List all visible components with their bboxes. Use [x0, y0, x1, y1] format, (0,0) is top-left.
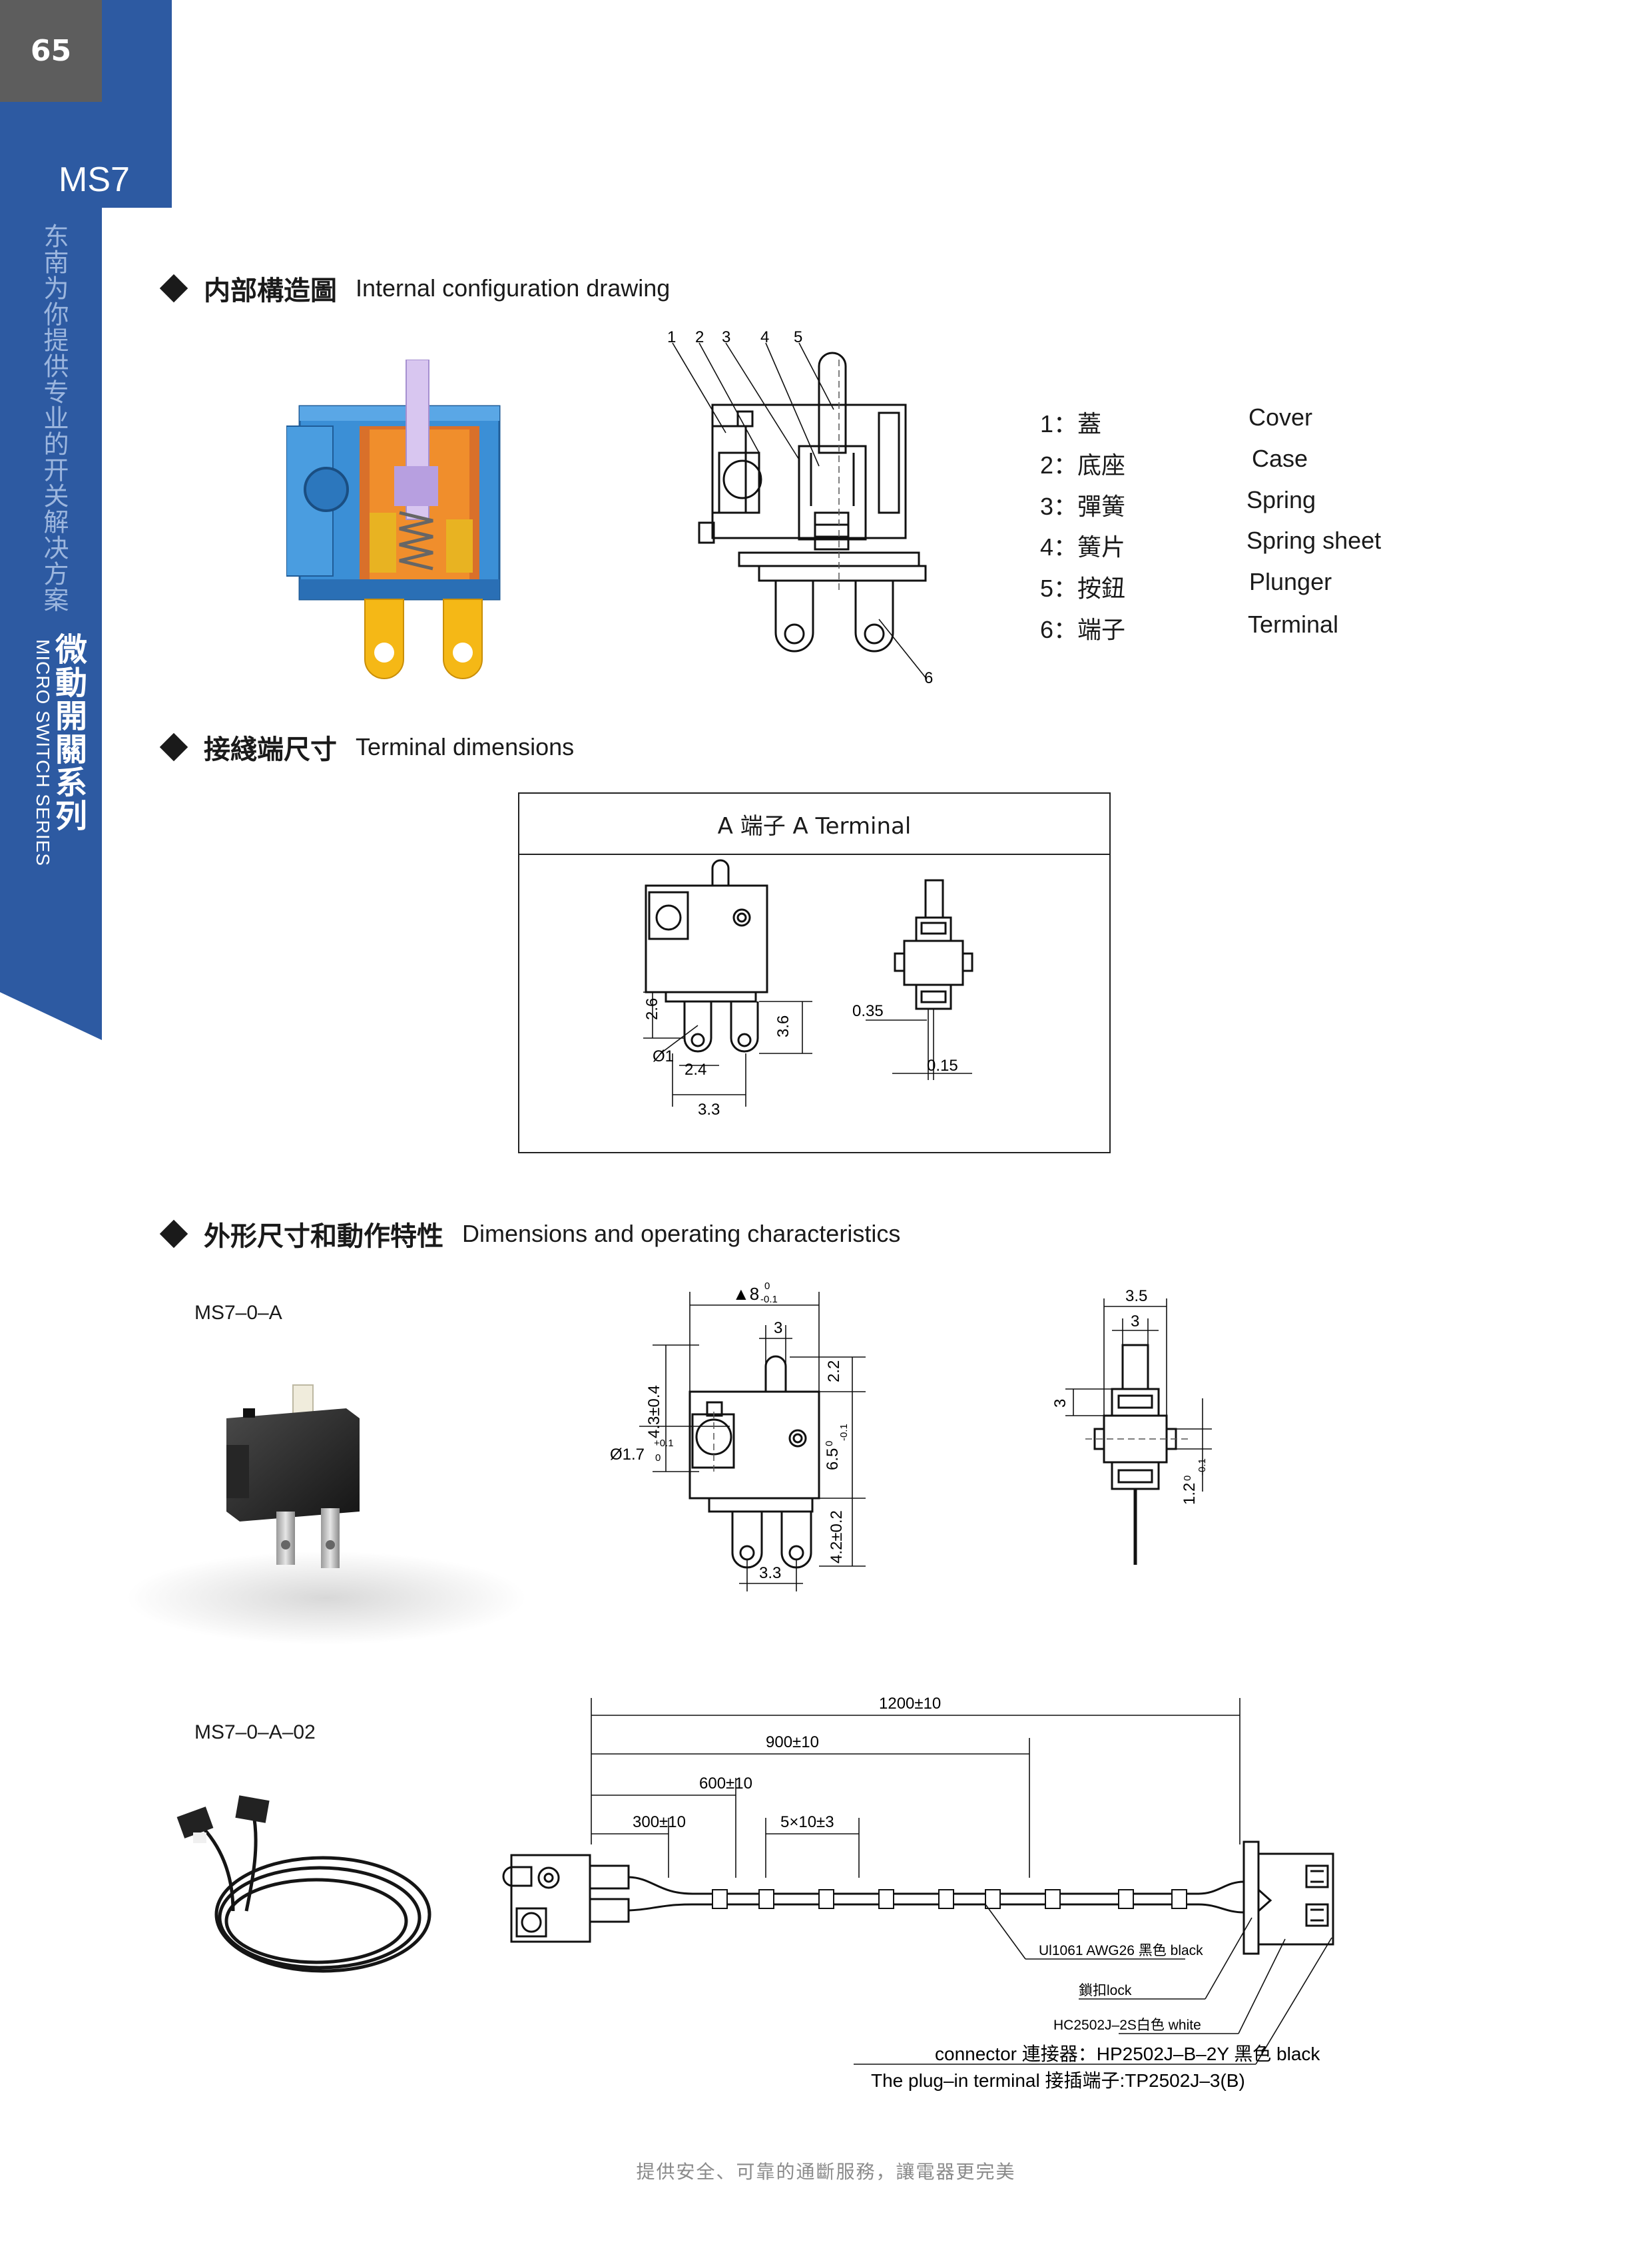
dim-label: 3	[774, 1319, 782, 1337]
sidebar-slogan: 东南为你提供专业的开关解决方案	[39, 223, 69, 613]
dim-label: 6.5	[824, 1448, 842, 1470]
section-heading-internal: 内部構造圖 Internal configuration drawing	[159, 269, 671, 308]
drawing-ms7-0-a-front: ▲8 0 -0.1 3 2.2 4.3±0.4 Ø1.7 +0.1 0 6.5 …	[610, 1280, 866, 1591]
sidebar-band	[0, 0, 172, 1040]
dim-label: 300±10	[633, 1813, 686, 1831]
sidebar-series-en: MICRO SWITCH SERIES	[33, 639, 53, 867]
diamond-bullet-icon	[159, 1219, 188, 1249]
model-name-a: MS7–0–A	[194, 1302, 282, 1324]
dim-label: 3.5	[1125, 1287, 1147, 1305]
part-number: 1：蓋	[1040, 410, 1102, 437]
cutaway-render-image	[286, 360, 501, 679]
dim-label: 4.3±0.4	[645, 1385, 663, 1438]
note-connector: connector 連接器：HP2502J–B–2Y 黑色 black	[935, 2044, 1320, 2064]
note-lock: 鎖扣lock	[1079, 1983, 1132, 1998]
terminal-drawing: 2.6 Ø1 2.4 3.3 3.6 0.35 0.15	[643, 859, 973, 1119]
dim-label: 4.2±0.2	[828, 1510, 846, 1563]
page-number: 65	[0, 0, 102, 102]
dim-label: +0.1	[654, 1438, 674, 1449]
callout-5: 5	[794, 328, 802, 346]
part-number: 6：端子	[1040, 616, 1126, 643]
dim-label: 0.35	[852, 1002, 884, 1020]
callout-1: 1	[667, 328, 676, 346]
callout-2: 2	[695, 328, 704, 346]
dim-label: Ø1	[653, 1047, 674, 1065]
dim-label: 3.6	[774, 1015, 792, 1037]
sidebar-model-label: MS7	[59, 160, 130, 199]
section-title-cn: 内部構造圖	[204, 276, 337, 306]
dim-label: -0.1	[1197, 1458, 1208, 1476]
dim-label: 1.2	[1181, 1483, 1199, 1505]
section-title-cn: 接綫端尺寸	[204, 734, 337, 765]
terminal-dimensions-box: A 端子 A Terminal	[518, 792, 1111, 1153]
part-name: Cover	[1248, 404, 1313, 431]
section-heading-dimensions: 外形尺寸和動作特性 Dimensions and operating chara…	[159, 1215, 901, 1253]
note-housing: HC2502J–2S白色 white	[1053, 2018, 1201, 2033]
dim-label: 0	[824, 1441, 835, 1446]
footer-slogan: 提供安全、可靠的通斷服務，讓電器更完美	[636, 2161, 1016, 2183]
dim-label: -0.1	[838, 1424, 850, 1441]
terminal-box-title: A 端子 A Terminal	[519, 794, 1109, 855]
diamond-bullet-icon	[159, 274, 188, 303]
callout-4: 4	[760, 328, 769, 346]
section-heading-terminal: 接綫端尺寸 Terminal dimensions	[159, 728, 575, 766]
callout-3: 3	[722, 328, 730, 346]
dim-label: 3.3	[698, 1101, 720, 1119]
drawing-ms7-0-a-side: 3.5 3 3 1.2 0 -0.1	[1052, 1287, 1212, 1565]
dim-label: 3	[1052, 1399, 1069, 1408]
note-wire: Ul1061 AWG26 黑色 black	[1039, 1943, 1203, 1958]
sidebar: 65 MS7 东南为你提供专业的开关解决方案 微動開關系列 MICRO SWIT…	[0, 0, 172, 1052]
dim-label: 2.6	[643, 998, 661, 1020]
dim-label: Ø1.7	[610, 1446, 645, 1464]
dim-label: 5×10±3	[780, 1813, 834, 1831]
dim-label: 0.15	[927, 1057, 958, 1075]
diamond-bullet-icon	[159, 732, 188, 762]
dim-label: 3.3	[759, 1564, 781, 1582]
dim-label: 900±10	[766, 1733, 819, 1751]
part-name: Terminal	[1248, 611, 1339, 638]
dim-label: 1200±10	[879, 1695, 941, 1713]
dim-label: 600±10	[699, 1775, 752, 1793]
dim-label: 2.2	[825, 1360, 843, 1382]
internal-drawing: 1 2 3 4 5 6	[667, 328, 933, 687]
product-photo-ms7-0-a-02	[176, 1795, 431, 1973]
dim-label: 0	[1182, 1476, 1193, 1481]
part-number: 2：底座	[1040, 451, 1126, 479]
part-number: 5：按鈕	[1040, 575, 1126, 602]
dim-label: 3	[1131, 1312, 1139, 1330]
part-number: 3：彈簧	[1040, 493, 1126, 520]
sidebar-series-cn: 微動開關系列	[49, 633, 87, 832]
cable-assembly-drawing: 1200±10 900±10 600±10 300±10 5×10±3 Ul10…	[502, 1695, 1334, 2091]
section-title-cn: 外形尺寸和動作特性	[204, 1221, 443, 1252]
dim-label: 0	[655, 1452, 661, 1464]
part-number: 4：簧片	[1040, 533, 1126, 561]
dim-label: ▲8	[732, 1284, 759, 1304]
part-name: Spring sheet	[1246, 527, 1382, 554]
callout-6: 6	[924, 669, 933, 687]
dim-label: 0	[764, 1280, 770, 1292]
section-title-en: Dimensions and operating characteristics	[462, 1220, 901, 1247]
section-title-en: Terminal dimensions	[356, 733, 575, 760]
part-name: Plunger	[1249, 568, 1332, 595]
part-name: Spring	[1246, 486, 1316, 513]
part-name: Case	[1252, 445, 1308, 472]
model-name-a02: MS7–0–A–02	[194, 1721, 316, 1743]
dim-label: -0.1	[760, 1294, 778, 1305]
dim-label: 2.4	[685, 1061, 706, 1079]
section-title-en: Internal configuration drawing	[356, 274, 671, 302]
note-plug-terminal: The plug–in terminal 接插端子:TP2502J–3(B)	[871, 2070, 1245, 2091]
product-photo-ms7-0-a	[127, 1384, 526, 1645]
